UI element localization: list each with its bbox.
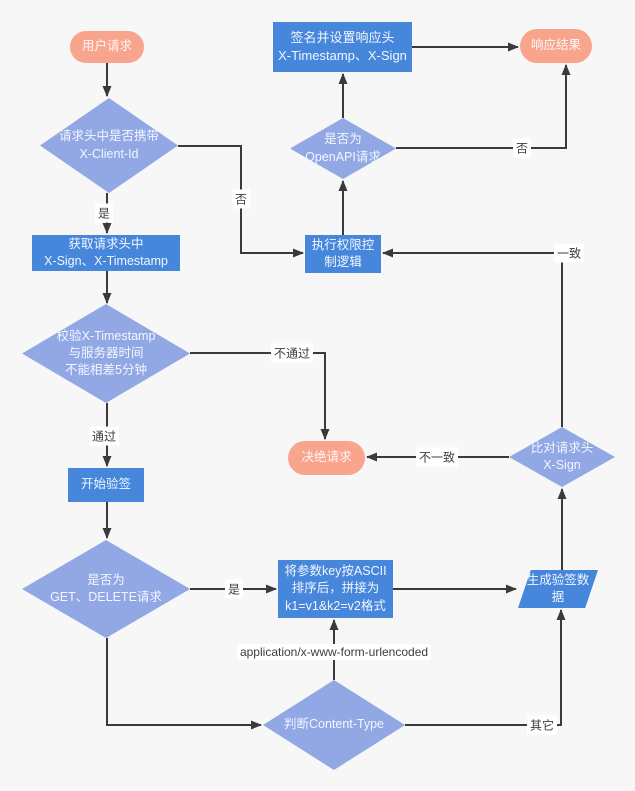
node-response-result-label: 响应结果 xyxy=(530,38,581,53)
edge-label-method-yes: 是 xyxy=(224,579,244,599)
node-method-check-label: 是否为 GET、DELETE请求 xyxy=(50,572,162,604)
edge-method-other-to-content-type xyxy=(106,638,262,730)
node-perm-control: 执行权限控 制逻辑 xyxy=(305,235,381,273)
node-ascii-sort: 将参数key按ASCII 排序后，拼接为 k1=v1&k2=v2格式 xyxy=(278,560,393,618)
node-perm-control-label: 执行权限控 制逻辑 xyxy=(311,237,375,269)
edge-sign-match-to-perm-control xyxy=(382,248,563,427)
node-client-id-check-label: 请求头中是否携带 X-Client-Id xyxy=(58,129,159,161)
node-user-request: 用户请求 xyxy=(70,31,144,63)
node-reject-request-label: 决绝请求 xyxy=(301,450,352,465)
node-get-headers: 获取请求头中 X-Sign、X-Timestamp xyxy=(32,235,180,271)
node-sign-response: 签名并设置响应头 X-Timestamp、X-Sign xyxy=(273,22,412,72)
edge-label-sign-mismatch: 不一致 xyxy=(415,447,459,467)
node-user-request-label: 用户请求 xyxy=(81,39,132,54)
node-ascii-sort-label: 将参数key按ASCII 排序后，拼接为 k1=v1&k2=v2格式 xyxy=(284,564,387,613)
node-gen-sign-data: 生成验签数 据 xyxy=(518,570,598,608)
edge-label-timestamp-pass: 通过 xyxy=(88,426,120,446)
node-content-type-check-label: 判断Content-Type xyxy=(283,717,385,732)
node-reject-request: 决绝请求 xyxy=(288,441,365,475)
node-openapi-check-label: 是否为 OpenAPI请求 xyxy=(305,132,381,164)
node-sign-response-label: 签名并设置响应头 X-Timestamp、X-Sign xyxy=(278,30,407,63)
node-timestamp-check-label: 校验X-Timestamp 与服务器时间 不能相差5分钟 xyxy=(56,328,156,378)
edge-content-type-other-to-gen-sign xyxy=(405,609,566,726)
edge-label-openapi-no: 否 xyxy=(512,138,532,158)
edge-label-client-id-yes: 是 xyxy=(94,203,114,223)
node-start-verify-label: 开始验签 xyxy=(80,477,131,492)
edge-label-sign-match: 一致 xyxy=(553,243,585,263)
edge-label-content-type-other: 其它 xyxy=(526,715,558,735)
edge-label-timestamp-fail: 不通过 xyxy=(270,343,314,363)
node-gen-sign-data-label: 生成验签数 据 xyxy=(526,572,590,604)
edge-timestamp-fail-to-reject xyxy=(190,352,330,440)
node-compare-sign-label: 比对请求头 X-Sign xyxy=(530,440,594,472)
edge-openapi-no-to-response xyxy=(396,64,571,149)
node-get-headers-label: 获取请求头中 X-Sign、X-Timestamp xyxy=(44,236,168,268)
edge-label-content-type-form: application/x-www-form-urlencoded xyxy=(236,644,432,660)
edge-label-client-id-no: 否 xyxy=(231,189,251,209)
node-start-verify: 开始验签 xyxy=(68,468,144,502)
node-response-result: 响应结果 xyxy=(520,29,592,63)
